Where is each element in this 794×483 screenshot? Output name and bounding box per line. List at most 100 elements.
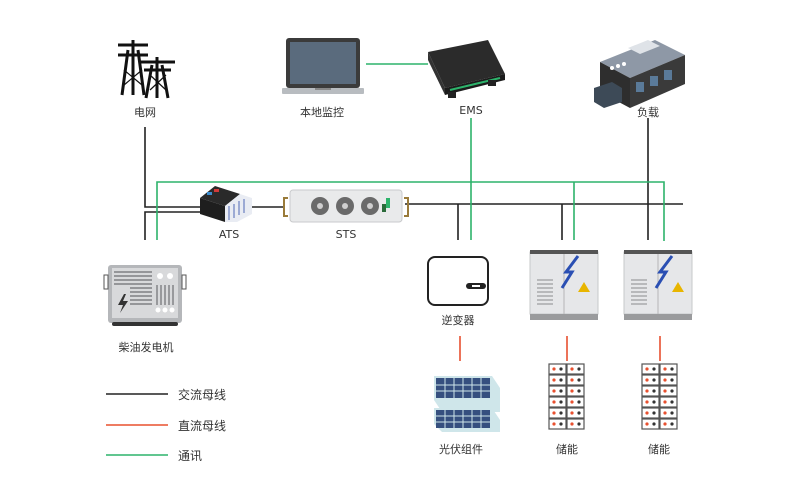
positive-terminal-dot [663, 422, 667, 426]
battery-cell [659, 407, 678, 419]
battery-cell [659, 363, 678, 375]
positive-terminal-dot [552, 367, 556, 371]
battery-cell [659, 385, 678, 397]
negative-terminal-dot [577, 400, 581, 404]
negative-terminal-dot [652, 400, 656, 404]
battery-cell [566, 374, 585, 386]
negative-terminal-dot [652, 367, 656, 371]
storage1-label: 储能 [556, 443, 578, 456]
storage-cabinet-icon [529, 250, 599, 320]
positive-terminal-dot [552, 389, 556, 393]
power-tower-icon [118, 40, 175, 99]
diesel-generator-icon [103, 265, 187, 326]
battery-cell [566, 407, 585, 419]
grid-label: 电网 [134, 106, 156, 119]
grid-to-ats-line [144, 127, 205, 208]
battery-cell [641, 385, 660, 397]
battery-cell [548, 418, 567, 430]
negative-terminal-dot [577, 411, 581, 415]
negative-terminal-dot [559, 389, 563, 393]
negative-terminal-dot [652, 389, 656, 393]
battery-cell [659, 374, 678, 386]
negative-terminal-dot [559, 411, 563, 415]
storage2-label: 储能 [648, 443, 670, 456]
battery-cell [548, 385, 567, 397]
negative-terminal-dot [652, 378, 656, 382]
battery-cell [641, 418, 660, 430]
negative-terminal-dot [559, 367, 563, 371]
legend-dc-label: 直流母线 [178, 419, 227, 433]
ats-switch-icon [200, 186, 252, 222]
laptop-icon [282, 38, 364, 94]
positive-terminal-dot [552, 422, 556, 426]
positive-terminal-dot [570, 422, 574, 426]
negative-terminal-dot [577, 367, 581, 371]
battery-cell [566, 396, 585, 408]
battery-cell [659, 418, 678, 430]
battery-cell [548, 396, 567, 408]
local-monitor-label: 本地监控 [300, 106, 344, 119]
positive-terminal-dot [663, 400, 667, 404]
inverter-label: 逆变器 [441, 314, 475, 327]
positive-terminal-dot [645, 400, 649, 404]
battery-cell [641, 374, 660, 386]
ac-bus-lines [144, 118, 683, 240]
positive-terminal-dot [663, 378, 667, 382]
positive-terminal-dot [645, 422, 649, 426]
positive-terminal-dot [645, 389, 649, 393]
diesel-label: 柴油发电机 [118, 341, 174, 354]
building-icon [594, 40, 685, 108]
negative-terminal-dot [577, 422, 581, 426]
load-label: 负载 [637, 106, 659, 119]
battery-cell [566, 418, 585, 430]
positive-terminal-dot [663, 367, 667, 371]
negative-terminal-dot [559, 422, 563, 426]
diesel-line [144, 211, 205, 240]
ats-label: ATS [218, 228, 240, 241]
dc-bus-lines [459, 336, 661, 361]
positive-terminal-dot [645, 378, 649, 382]
battery-cell [641, 396, 660, 408]
positive-terminal-dot [645, 367, 649, 371]
positive-terminal-dot [570, 367, 574, 371]
solar-panel-icon [434, 376, 500, 432]
battery-cell [548, 363, 567, 375]
comm-bus [156, 181, 665, 241]
negative-terminal-dot [670, 378, 674, 382]
battery-cell [566, 363, 585, 375]
negative-terminal-dot [577, 389, 581, 393]
positive-terminal-dot [570, 378, 574, 382]
legend-comm-label: 通讯 [178, 449, 203, 463]
battery-cell [548, 407, 567, 419]
battery-rack-icon [548, 363, 585, 430]
ems-controller-icon [428, 40, 505, 98]
positive-terminal-dot [570, 389, 574, 393]
positive-terminal-dot [663, 411, 667, 415]
battery-cell [659, 396, 678, 408]
negative-terminal-dot [670, 411, 674, 415]
negative-terminal-dot [559, 378, 563, 382]
negative-terminal-dot [652, 422, 656, 426]
battery-cell [548, 374, 567, 386]
battery-rack-icon [641, 363, 678, 430]
inverter-icon [427, 256, 489, 306]
positive-terminal-dot [645, 411, 649, 415]
positive-terminal-dot [552, 411, 556, 415]
ems-label: EMS [459, 104, 483, 117]
negative-terminal-dot [652, 411, 656, 415]
negative-terminal-dot [577, 378, 581, 382]
negative-terminal-dot [559, 400, 563, 404]
positive-terminal-dot [552, 378, 556, 382]
negative-terminal-dot [670, 389, 674, 393]
battery-cell [641, 363, 660, 375]
battery-cell [566, 385, 585, 397]
sts-label: STS [335, 228, 357, 241]
negative-terminal-dot [670, 367, 674, 371]
battery-cell [641, 407, 660, 419]
positive-terminal-dot [570, 411, 574, 415]
sts-module-icon [283, 189, 409, 223]
positive-terminal-dot [552, 400, 556, 404]
pv-label: 光伏组件 [439, 443, 483, 456]
legend-ac-label: 交流母线 [178, 388, 227, 402]
